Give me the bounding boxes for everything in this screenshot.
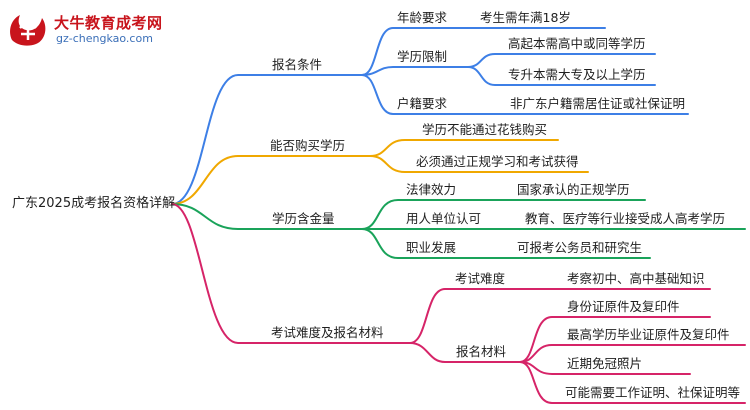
branch-difficulty-materials: 考试难度及报名材料 [271, 325, 384, 340]
node-employer-recognition: 用人单位认可 [406, 211, 482, 226]
leaf-photo: 近期免冠照片 [567, 356, 643, 371]
leaf-employer-recognition: 教育、医疗等行业接受成人高考学历 [525, 211, 726, 226]
connector-b2-c2 [369, 155, 589, 173]
leaf-id-card: 身份证原件及复印件 [567, 299, 680, 314]
branch-registration-conditions: 报名条件 [272, 57, 323, 72]
connector-b1-c3 [361, 74, 469, 115]
bull-logo-icon [10, 15, 46, 46]
node-hukou-requirement: 户籍要求 [397, 96, 448, 111]
root-node: 广东2025成考报名资格详解 [12, 196, 176, 211]
leaf-exam-difficulty: 考察初中、高中基础知识 [567, 271, 705, 286]
connector-b4-c1 [409, 288, 521, 344]
node-education-restriction: 学历限制 [397, 49, 448, 64]
branch-diploma-value: 学历含金量 [272, 211, 335, 226]
connector-b4-c2 [409, 342, 521, 363]
leaf-career-development: 可报考公务员和研究生 [517, 240, 643, 255]
branch-buy-diploma: 能否购买学历 [270, 138, 346, 153]
connector-root-branch3 [171, 203, 263, 230]
logo-title: 大牛教育成考网 [54, 14, 163, 32]
connector-b1c2-leaf2 [467, 66, 656, 86]
node-must-study: 必须通过正规学习和考试获得 [416, 154, 579, 169]
connector-b3-c3 [361, 228, 496, 259]
connector-b2-c1 [369, 139, 559, 157]
connector-b4c2-leaf4 [519, 361, 746, 404]
connector-root-branch2 [171, 155, 263, 205]
node-legal-validity: 法律效力 [406, 182, 457, 197]
site-logo[interactable]: 大牛教育成考网 gz-chengkao.com [6, 10, 176, 50]
node-cannot-buy: 学历不能通过花钱购买 [422, 122, 548, 137]
node-age-requirement: 年龄要求 [397, 10, 448, 25]
logo-url: gz-chengkao.com [56, 32, 153, 45]
connector-b4c2-leaf1 [519, 316, 711, 363]
connector-b1c2-leaf1 [467, 53, 656, 68]
leaf-diploma-copy: 最高学历毕业证原件及复印件 [567, 327, 730, 342]
connector-root-branch4 [171, 203, 263, 344]
leaf-legal-validity: 国家承认的正规学历 [517, 182, 630, 197]
node-career-development: 职业发展 [406, 240, 457, 255]
connector-b1-c2 [361, 66, 469, 76]
leaf-age-requirement: 考生需年满18岁 [480, 10, 571, 25]
connector-b1-c1 [361, 27, 469, 76]
leaf-hukou-requirement: 非广东户籍需居住证或社保证明 [510, 96, 686, 111]
connector-root-branch1 [171, 74, 263, 205]
leaf-education-college: 专升本需大专及以上学历 [508, 67, 646, 82]
node-exam-difficulty: 考试难度 [455, 271, 506, 286]
node-registration-materials: 报名材料 [456, 344, 507, 359]
leaf-work-proof: 可能需要工作证明、社保证明等 [565, 385, 741, 400]
leaf-education-hs: 高起本需高中或同等学历 [508, 36, 646, 51]
